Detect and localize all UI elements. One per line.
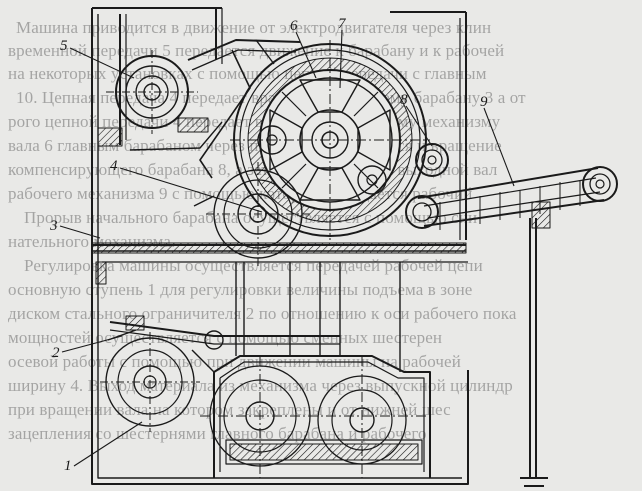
text-line: Регулировка машины осуществляется переда… bbox=[24, 256, 483, 275]
callout-7: 7 bbox=[338, 16, 347, 32]
callout-9: 9 bbox=[480, 94, 488, 110]
machine-frame bbox=[91, 7, 469, 485]
callout-1: 1 bbox=[64, 458, 72, 474]
leader-lines bbox=[59, 29, 515, 467]
text-line: мощностей осуществляется с помощью сменн… bbox=[8, 328, 443, 347]
text-line: при вращении вала на котором закреплены … bbox=[8, 400, 451, 419]
inner-roller-left bbox=[257, 125, 287, 155]
feed-chute bbox=[129, 39, 301, 179]
callout-5: 5 bbox=[60, 38, 68, 54]
main-drum-6 bbox=[230, 40, 430, 240]
callout-8: 8 bbox=[400, 92, 408, 108]
hopper-5 bbox=[97, 8, 223, 147]
callout-2: 2 bbox=[52, 345, 60, 361]
inner-roller-right bbox=[357, 165, 387, 195]
gear-1 bbox=[100, 329, 215, 432]
text-line: основную ступень 1 для регулировки велич… bbox=[8, 280, 473, 299]
connecting-rods bbox=[235, 262, 401, 372]
callout-6: 6 bbox=[290, 18, 298, 34]
roller-8 bbox=[415, 143, 449, 177]
conveyor-9 bbox=[405, 166, 618, 230]
support-post bbox=[520, 218, 548, 487]
callout-3: 3 bbox=[49, 218, 58, 234]
lever-arm bbox=[95, 261, 340, 350]
pulley-5 bbox=[106, 50, 198, 134]
text-line: Машина приводится в движение от электрод… bbox=[16, 18, 492, 37]
gearbox bbox=[200, 355, 432, 478]
gear-4 bbox=[193, 162, 310, 266]
callout-4: 4 bbox=[110, 158, 118, 174]
